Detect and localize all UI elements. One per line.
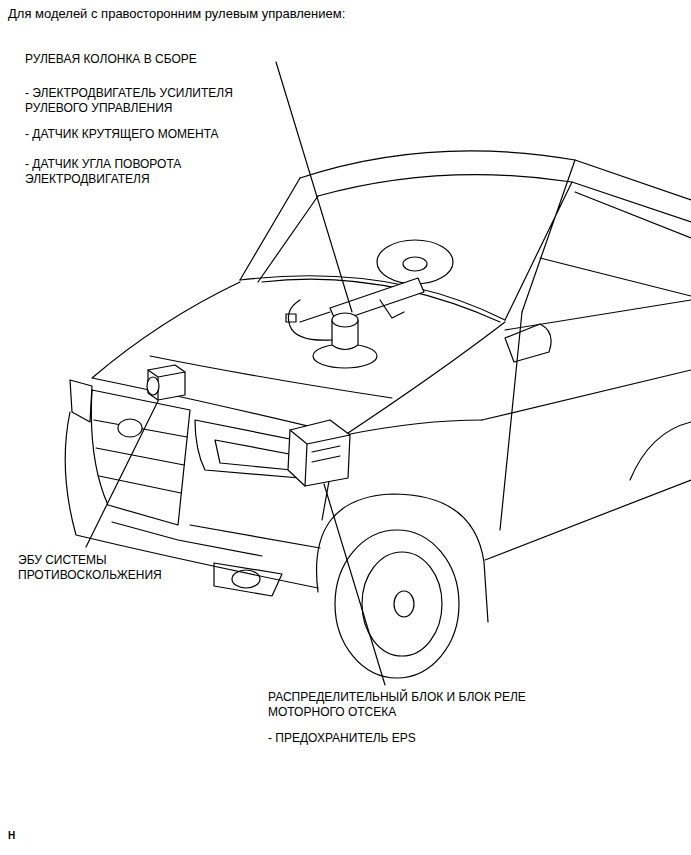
connector [286, 314, 296, 322]
leader-line [86, 401, 158, 547]
door-mirror [505, 324, 551, 362]
tire [335, 530, 459, 678]
belt-line [505, 300, 691, 330]
steering-wheel [377, 240, 453, 284]
sub-part-label: - ПРЕДОХРАНИТЕЛЬ EPS [268, 731, 568, 746]
sub-part-label: - ДАТЧИК КРУТЯЩЕГО МОМЕНТА [25, 127, 285, 142]
rear-wheel-arch [630, 422, 691, 480]
steering-wheel-hub [403, 257, 427, 271]
wheel-arch [317, 494, 488, 622]
ecu-cylinder [147, 377, 159, 395]
leader-line [324, 484, 385, 685]
windshield-top [318, 175, 691, 222]
fog-light [232, 570, 260, 588]
side-character-line [482, 370, 691, 420]
part-label: РУЛЕВАЯ КОЛОНКА В СБОРЕ [25, 52, 305, 67]
eps-motor-end [332, 313, 358, 327]
headlight-inner [215, 440, 300, 470]
figure-code: H [8, 830, 38, 843]
hood-edge [92, 282, 505, 435]
grille-bars [94, 420, 187, 493]
ecu-edge [148, 370, 185, 400]
sub-part-label: - ЭЛЕКТРОДВИГАТЕЛЬ УСИЛИТЕЛЯ РУЛЕВОГО УП… [25, 86, 287, 116]
fog-light-bezel [214, 563, 282, 596]
leader-line [276, 62, 352, 312]
hub [394, 591, 414, 617]
grille [91, 390, 190, 525]
dashboard-line [262, 279, 500, 322]
figure-title: Для моделей с правосторонним рулевым упр… [8, 6, 345, 22]
sub-part-label: - ДАТЧИК УГЛА ПОВОРОТА ЭЛЕКТРОДВИГАТЕЛЯ [25, 157, 250, 187]
side-window [540, 192, 691, 296]
rocker-line [485, 480, 691, 560]
bumper-intake [112, 522, 320, 556]
emblem [118, 419, 142, 437]
part-label: РАСПРЕДЕЛИТЕЛЬНЫЙ БЛОК И БЛОК РЕЛЕ МОТОР… [268, 690, 588, 720]
door-edge [500, 312, 522, 530]
relay-block-lid [290, 430, 350, 486]
wire-harness [288, 300, 332, 340]
part-label: ЭБУ СИСТЕМЫ ПРОТИВОСКОЛЬЖЕНИЯ [18, 553, 200, 583]
relay-block [288, 420, 350, 486]
rim [362, 552, 442, 656]
ecu-body [148, 365, 185, 400]
headlight [70, 380, 92, 422]
